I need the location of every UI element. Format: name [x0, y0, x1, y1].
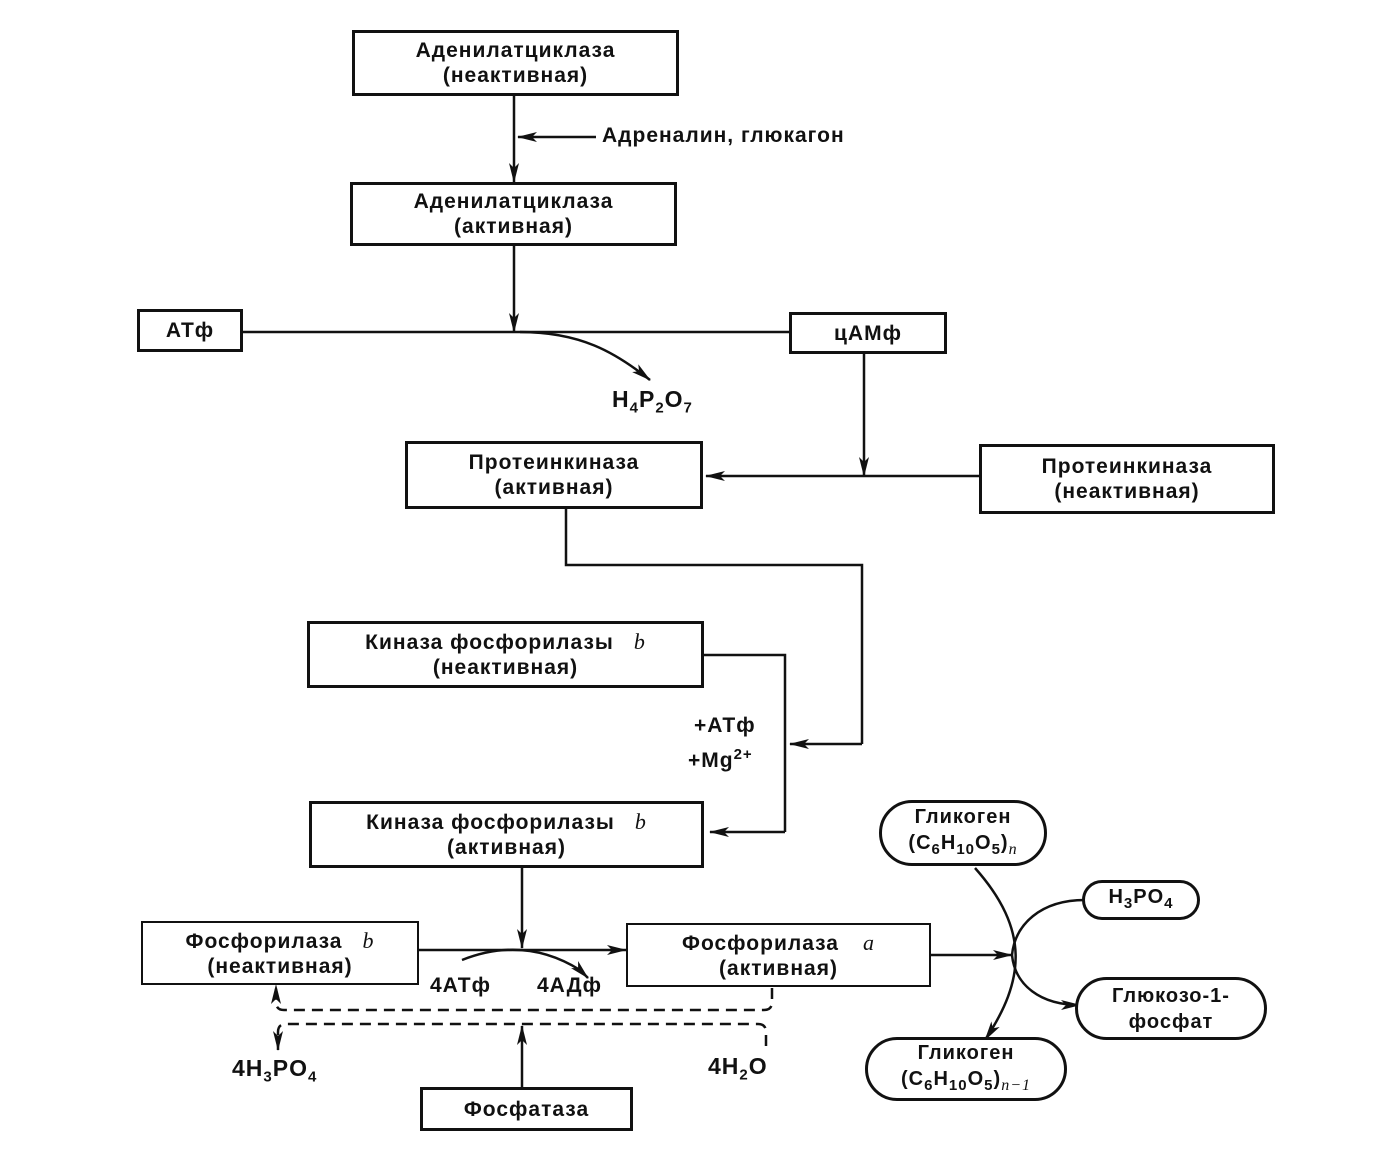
symbol: (C	[908, 831, 932, 854]
subscript: 2	[739, 1066, 749, 1084]
node-name: Киназа фосфорилазы	[366, 811, 615, 834]
symbol: 4H	[232, 1055, 264, 1081]
node-state: (активная)	[719, 956, 838, 980]
subscript: 7	[683, 399, 693, 417]
node-name: АТф	[165, 319, 215, 342]
node-state: (активная)	[454, 215, 573, 238]
arrow-pyrophosphate	[519, 330, 651, 381]
subscript: 4	[1164, 894, 1174, 912]
node-letter: b	[633, 629, 646, 654]
node-state: (неактивная)	[442, 64, 589, 87]
node-state: (неактивная)	[207, 954, 353, 978]
h3po4-4-label: 4H3PO4	[232, 1055, 317, 1086]
symbol: +Mg	[688, 749, 734, 772]
node-name: Аденилатциклаза	[413, 190, 614, 213]
node-name: Фосфорилаза	[682, 931, 839, 955]
subscript: 4	[629, 399, 639, 417]
curve-h3po4-in	[1010, 898, 1086, 956]
subscript: 6	[931, 840, 941, 858]
symbol: PO	[1133, 885, 1165, 908]
symbol: O	[664, 386, 684, 412]
subscript: 6	[924, 1076, 934, 1094]
symbol: (C	[901, 1067, 925, 1090]
symbol: O	[748, 1053, 768, 1079]
node-state: (активная)	[494, 476, 614, 499]
node-letter: b	[634, 809, 647, 834]
subscript: 10	[948, 1076, 968, 1094]
phosphorylase-kinase-inactive-box: Киназа фосфорилазы b (неактивная)	[307, 621, 704, 688]
subscript: 2	[655, 399, 665, 417]
arrow-glycogen-cleavage	[974, 867, 1017, 1041]
adenylate-cyclase-inactive-box: Аденилатциклаза (неактивная)	[352, 30, 679, 96]
symbol: H	[933, 1067, 949, 1090]
node-name: Гликоген	[914, 805, 1012, 828]
atp-box: АТф	[137, 309, 243, 352]
glycogen-n1-pill: Гликоген (C6H10O5)n−1	[865, 1037, 1067, 1101]
subscript: 10	[956, 840, 975, 858]
node-name: Фосфорилаза	[185, 929, 343, 953]
node-state: (неактивная)	[1054, 480, 1200, 503]
node-name: Аденилатциклаза	[415, 39, 616, 62]
glycogen-n-pill: Гликоген (C6H10O5)n	[879, 800, 1047, 866]
h3po4-formula: H3PO4	[1108, 884, 1173, 917]
symbol: H	[940, 831, 957, 854]
node-state: (активная)	[447, 836, 566, 859]
pyrophosphate-label: H4P2O7	[612, 386, 693, 417]
arrow-atp-adp	[461, 948, 589, 979]
node-name: цАМф	[834, 321, 902, 345]
symbol: H	[612, 386, 630, 412]
phosphorylase-a-box: Фосфорилаза a (активная)	[626, 923, 931, 987]
phosphatase-box: Фосфатаза	[420, 1087, 633, 1131]
subscript: 5	[991, 840, 1001, 858]
plus-mg-label: +Mg2+	[688, 746, 753, 773]
glucose-1-phosphate-pill: Глюкозо-1- фосфат	[1075, 977, 1267, 1040]
subscript: 3	[263, 1068, 273, 1086]
hormones-label: Адреналин, глюкагон	[602, 124, 845, 147]
node-letter: b	[362, 927, 375, 953]
node-letter: a	[862, 929, 875, 955]
symbol: 4H	[708, 1053, 740, 1079]
protein-kinase-inactive-box: Протеинкиназа (неактивная)	[979, 444, 1275, 514]
glycogen-formula: (C6H10O5)n−1	[901, 1066, 1031, 1099]
phosphorylase-b-box: Фосфорилаза b (неактивная)	[141, 921, 419, 985]
node-name: Гликоген	[917, 1041, 1015, 1064]
subscript: n−1	[1001, 1076, 1031, 1094]
g1p-line1: Глюкозо-1-	[1112, 984, 1230, 1007]
symbol: O	[975, 831, 992, 854]
symbol: )	[1000, 831, 1009, 854]
line-phk-activation	[704, 653, 787, 832]
symbol: P	[638, 386, 656, 412]
symbol: )	[993, 1067, 1002, 1090]
subscript: n	[1008, 840, 1018, 858]
adenylate-cyclase-active-box: Аденилатциклаза (активная)	[350, 182, 677, 246]
superscript: 2+	[733, 746, 753, 763]
node-name: Фосфатаза	[463, 1097, 590, 1121]
subscript: 5	[984, 1076, 994, 1094]
node-name: Протеинкиназа	[468, 451, 640, 474]
symbol: H	[1108, 885, 1124, 908]
line-pk-to-phk	[564, 508, 864, 744]
dashed-water-phosphate	[273, 1022, 768, 1051]
h3po4-pill: H3PO4	[1082, 880, 1200, 920]
glycogen-formula: (C6H10O5)n	[908, 830, 1017, 863]
node-name: Протеинкиназа	[1041, 455, 1213, 478]
symbol: PO	[272, 1055, 308, 1081]
adp4-label: 4АДф	[537, 974, 602, 997]
phosphorylase-kinase-active-box: Киназа фосфорилазы b (активная)	[309, 801, 704, 868]
node-state: (неактивная)	[432, 656, 579, 679]
plus-atp-label: +АТф	[694, 714, 756, 737]
subscript: 3	[1123, 894, 1134, 912]
symbol: O	[967, 1067, 985, 1090]
node-name: Киназа фосфорилазы	[365, 631, 614, 654]
atp4-label: 4АТф	[430, 974, 492, 997]
dashed-dephosphorylation	[271, 984, 774, 1012]
h2o-4-label: 4H2O	[708, 1053, 768, 1084]
g1p-line2: фосфат	[1128, 1010, 1214, 1033]
protein-kinase-active-box: Протеинкиназа (активная)	[405, 441, 703, 509]
camp-box: цАМф	[789, 312, 947, 354]
subscript: 4	[307, 1068, 318, 1086]
arrow-g1p-out	[1010, 954, 1081, 1010]
